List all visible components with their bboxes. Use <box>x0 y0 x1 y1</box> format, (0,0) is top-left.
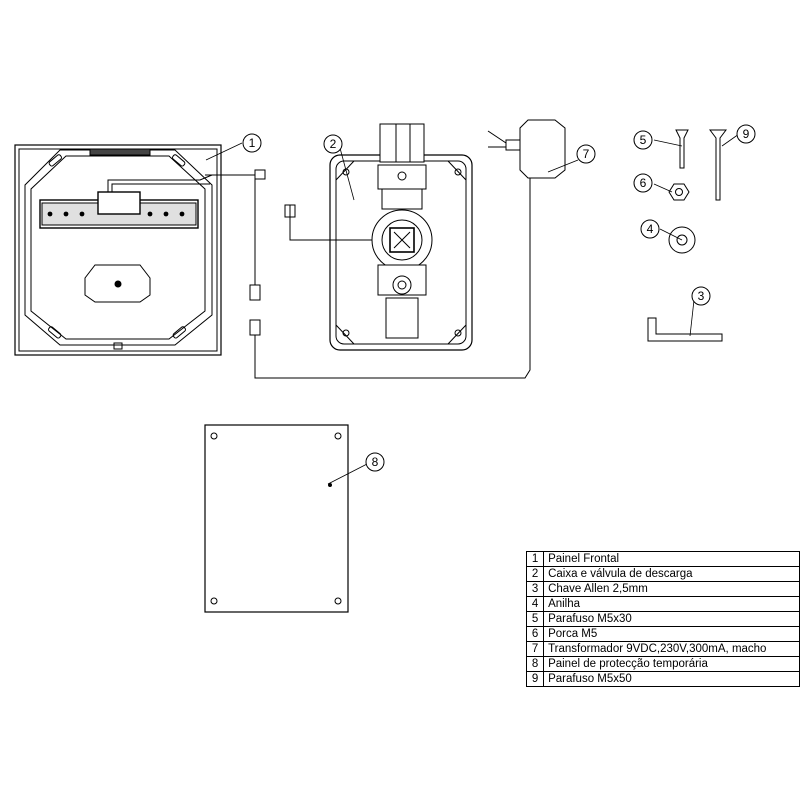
part-description: Parafuso M5x50 <box>543 671 800 687</box>
callout-4: 4 <box>647 222 654 236</box>
part-number: 3 <box>525 581 545 597</box>
callout-balloon-2 <box>323 134 343 154</box>
callout-balloon-3 <box>691 286 711 306</box>
callout-8: 8 <box>372 455 379 469</box>
allen-key-drawing <box>647 317 723 342</box>
callout-balloon-6 <box>633 173 653 193</box>
callout-balloon-1 <box>242 133 262 153</box>
callout-numbers: 1 2 3 4 5 6 7 8 9 <box>249 127 750 469</box>
callout-1: 1 <box>249 136 256 150</box>
callout-6: 6 <box>640 176 647 190</box>
valve-box-drawing <box>284 123 473 351</box>
nut-drawing <box>668 183 690 201</box>
part-description: Painel Frontal <box>543 551 800 567</box>
part-number: 6 <box>525 626 545 642</box>
callout-balloon-4 <box>640 219 660 239</box>
callout-3: 3 <box>698 289 705 303</box>
part-description: Chave Allen 2,5mm <box>543 581 800 597</box>
part-description: Transformador 9VDC,230V,300mA, macho <box>543 641 800 657</box>
part-description: Porca M5 <box>543 626 800 642</box>
callout-balloon-7 <box>576 144 596 164</box>
callout-balloon-5 <box>633 130 653 150</box>
callout-2: 2 <box>330 137 337 151</box>
front-panel-drawing <box>14 144 266 356</box>
part-number: 9 <box>525 671 545 687</box>
part-description: Painel de protecção temporária <box>543 656 800 672</box>
part-number: 1 <box>525 551 545 567</box>
part-description: Parafuso M5x30 <box>543 611 800 627</box>
callout-5: 5 <box>640 133 647 147</box>
protection-panel-drawing <box>204 424 349 613</box>
callout-balloon-8 <box>365 452 385 472</box>
part-number: 4 <box>525 596 545 612</box>
part-number: 5 <box>525 611 545 627</box>
callout-7: 7 <box>583 147 590 161</box>
part-description: Anilha <box>543 596 800 612</box>
part-number: 7 <box>525 641 545 657</box>
callout-balloons <box>242 124 756 472</box>
part-number: 2 <box>525 566 545 582</box>
connector-cables <box>249 175 531 379</box>
screws-drawing <box>675 129 727 201</box>
transformer-drawing <box>487 119 566 200</box>
callout-9: 9 <box>743 127 750 141</box>
callout-leaders <box>205 133 740 485</box>
callout-balloon-9 <box>736 124 756 144</box>
part-description: Caixa e válvula de descarga <box>543 566 800 582</box>
part-number: 8 <box>525 656 545 672</box>
